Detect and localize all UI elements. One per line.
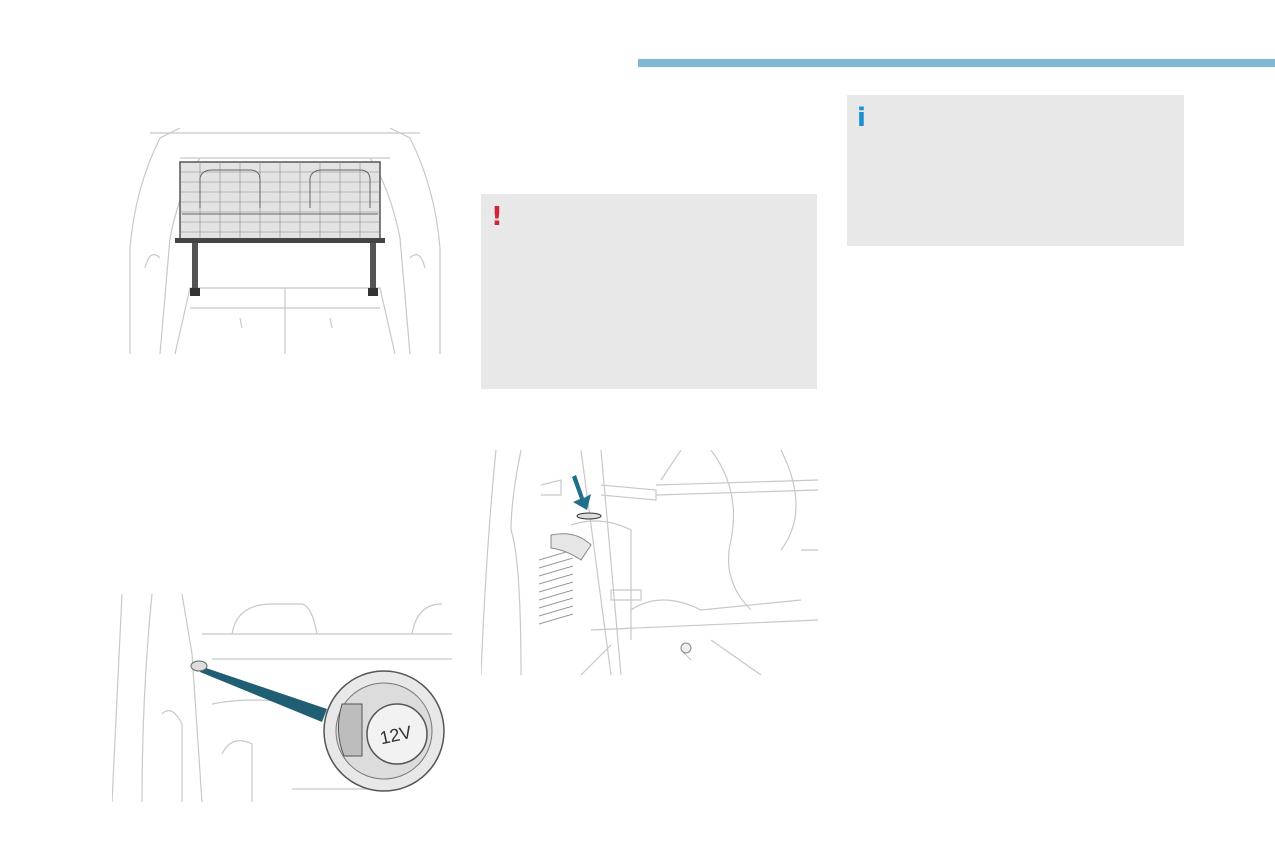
info-box: i bbox=[847, 95, 1184, 246]
boot-anchor-illustration bbox=[481, 450, 818, 675]
boot-net-drawing bbox=[129, 128, 441, 354]
info-icon: i bbox=[857, 103, 866, 133]
warning-icon: ! bbox=[491, 202, 503, 232]
anchor-drawing bbox=[481, 450, 818, 675]
warning-box: ! bbox=[481, 194, 817, 389]
12v-socket-illustration: 12V bbox=[112, 594, 452, 802]
boot-net-illustration bbox=[120, 128, 450, 354]
header-accent-bar bbox=[638, 59, 1275, 67]
socket-drawing: 12V bbox=[112, 594, 452, 802]
